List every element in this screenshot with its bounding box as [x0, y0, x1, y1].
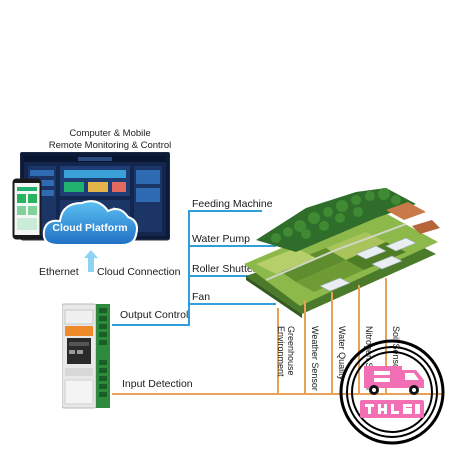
ethernet-label: Ethernet: [39, 266, 79, 278]
title-line-2: Remote Monitoring & Control: [48, 140, 172, 151]
arrow-up-icon: [84, 250, 98, 272]
output-label-roller-shutter: Roller Shutter: [192, 263, 257, 275]
phone-icon: [12, 178, 42, 240]
diagram-title: Computer & Mobile Remote Monitoring & Co…: [30, 128, 190, 152]
truck-stamp-logo: [338, 338, 446, 446]
greenhouse-farm-illustration: [236, 168, 440, 318]
controller-device-icon: [61, 300, 112, 410]
input-label-greenhouse-environment: Greenhouse Environment: [276, 326, 296, 377]
output-label-water-pump: Water Pump: [192, 233, 250, 245]
cloud-platform-label: Cloud Platform: [52, 222, 128, 234]
title-line-1: Computer & Mobile: [69, 128, 151, 139]
cloud-connection-label: Cloud Connection: [97, 266, 181, 278]
input-detection-label: Input Detection: [122, 378, 193, 390]
output-label-fan: Fan: [192, 291, 211, 303]
input-label-weather-sensor: Weather Sensor: [310, 326, 320, 391]
output-label-feeding-machine: Feeding Machine: [192, 198, 273, 210]
cloud-icon: [40, 195, 140, 247]
output-control-label: Output Control: [120, 309, 189, 321]
